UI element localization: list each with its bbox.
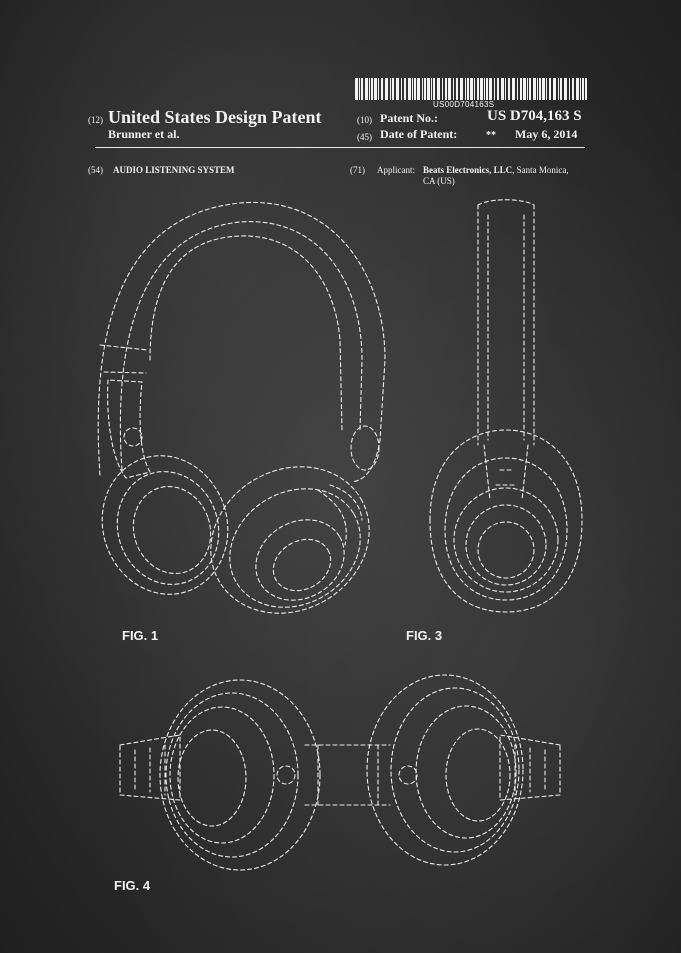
barcode-bar bbox=[470, 78, 473, 100]
barcode-bar bbox=[517, 78, 518, 100]
applicant-code: (71) bbox=[350, 165, 365, 175]
fig3-label: FIG. 3 bbox=[406, 628, 443, 643]
fig4-drawing bbox=[119, 674, 561, 871]
barcode-bar bbox=[408, 78, 411, 100]
barcode-bar bbox=[437, 78, 440, 100]
barcode-bar bbox=[365, 78, 368, 100]
barcode-bar bbox=[371, 78, 373, 100]
barcode-bar bbox=[558, 78, 559, 100]
patent-number: US D704,163 S bbox=[487, 108, 582, 124]
barcode bbox=[355, 78, 587, 100]
barcode-bar bbox=[512, 78, 515, 100]
barcode-bar bbox=[484, 78, 485, 100]
barcode-bar bbox=[527, 78, 528, 100]
barcode-bar bbox=[480, 78, 483, 100]
barcode-bar bbox=[489, 78, 492, 100]
barcode-bar bbox=[477, 78, 479, 100]
barcode-bar bbox=[505, 78, 506, 100]
patent-date: May 6, 2014 bbox=[515, 127, 578, 141]
barcode-bar bbox=[453, 78, 454, 100]
patent-no-code: (10) bbox=[357, 115, 372, 125]
fig1-drawing bbox=[97, 201, 386, 614]
barcode-bar bbox=[369, 78, 370, 100]
barcode-bar bbox=[427, 78, 430, 100]
barcode-bar bbox=[560, 78, 562, 100]
barcode-bar bbox=[355, 78, 358, 100]
barcode-bar bbox=[486, 78, 488, 100]
barcode-bar bbox=[549, 78, 551, 100]
barcode-bar bbox=[392, 78, 394, 100]
barcode-bar bbox=[460, 78, 463, 100]
inventor: Brunner et al. bbox=[108, 127, 180, 141]
barcode-bar bbox=[576, 78, 579, 100]
barcode-bar bbox=[572, 78, 574, 100]
title-code: (54) bbox=[88, 165, 103, 175]
barcode-bar bbox=[412, 78, 413, 100]
date-code: (45) bbox=[357, 132, 372, 142]
barcode-bar bbox=[494, 78, 495, 100]
kind-code: (12) bbox=[88, 115, 103, 125]
barcode-bar bbox=[564, 78, 567, 100]
barcode-bar bbox=[378, 78, 379, 100]
patent-type-title: United States Design Patent bbox=[108, 107, 322, 127]
date-marker: ** bbox=[486, 130, 496, 141]
barcode-bar bbox=[546, 78, 547, 100]
barcode-bar bbox=[381, 78, 383, 100]
fig3-drawing bbox=[429, 199, 583, 613]
barcode-bar bbox=[396, 78, 399, 100]
fig1-label: FIG. 1 bbox=[122, 628, 159, 643]
barcode-bar bbox=[431, 78, 432, 100]
barcode-bar bbox=[422, 78, 423, 100]
header-divider bbox=[95, 147, 585, 148]
applicant-state: CA (US) bbox=[423, 176, 455, 186]
barcode-bar bbox=[542, 78, 545, 100]
patent-no-label: Patent No.: bbox=[380, 111, 438, 125]
barcode-bar bbox=[417, 78, 420, 100]
barcode-bar bbox=[414, 78, 416, 100]
barcode-bar bbox=[585, 78, 587, 100]
applicant-line: Beats Electronics, LLC, Santa Monica, bbox=[423, 165, 569, 175]
barcode-bar bbox=[508, 78, 510, 100]
barcode-bar bbox=[359, 78, 360, 100]
applicant-label: Applicant: bbox=[377, 165, 415, 175]
barcode-bar bbox=[580, 78, 581, 100]
barcode-bar bbox=[385, 78, 388, 100]
barcode-bar bbox=[374, 78, 377, 100]
barcode-bar bbox=[533, 78, 536, 100]
barcode-bar bbox=[448, 78, 451, 100]
barcode-bar bbox=[553, 78, 556, 100]
barcode-bar bbox=[520, 78, 522, 100]
barcode-bar bbox=[404, 78, 406, 100]
applicant-name: Beats Electronics, LLC bbox=[423, 165, 513, 175]
barcode-bar bbox=[501, 78, 504, 100]
fig4-label: FIG. 4 bbox=[114, 878, 151, 893]
barcode-bar bbox=[433, 78, 435, 100]
date-label: Date of Patent: bbox=[380, 127, 458, 141]
barcode-bar bbox=[456, 78, 458, 100]
barcode-bar bbox=[401, 78, 402, 100]
barcode-bar bbox=[442, 78, 443, 100]
barcode-bar bbox=[361, 78, 363, 100]
barcode-bar bbox=[424, 78, 426, 100]
barcode-bar bbox=[582, 78, 584, 100]
barcode-bar bbox=[474, 78, 475, 100]
applicant-city: , Santa Monica, bbox=[512, 165, 569, 175]
barcode-bar bbox=[390, 78, 391, 100]
barcode-bar bbox=[537, 78, 538, 100]
barcode-bar bbox=[569, 78, 570, 100]
design-title: AUDIO LISTENING SYSTEM bbox=[113, 165, 235, 175]
barcode-bar bbox=[529, 78, 531, 100]
barcode-bar bbox=[465, 78, 466, 100]
barcode-bar bbox=[467, 78, 469, 100]
barcode-bar bbox=[445, 78, 447, 100]
barcode-bar bbox=[497, 78, 499, 100]
barcode-bar bbox=[539, 78, 541, 100]
barcode-bar bbox=[523, 78, 526, 100]
barcode-number: US00D704163S bbox=[433, 100, 495, 109]
